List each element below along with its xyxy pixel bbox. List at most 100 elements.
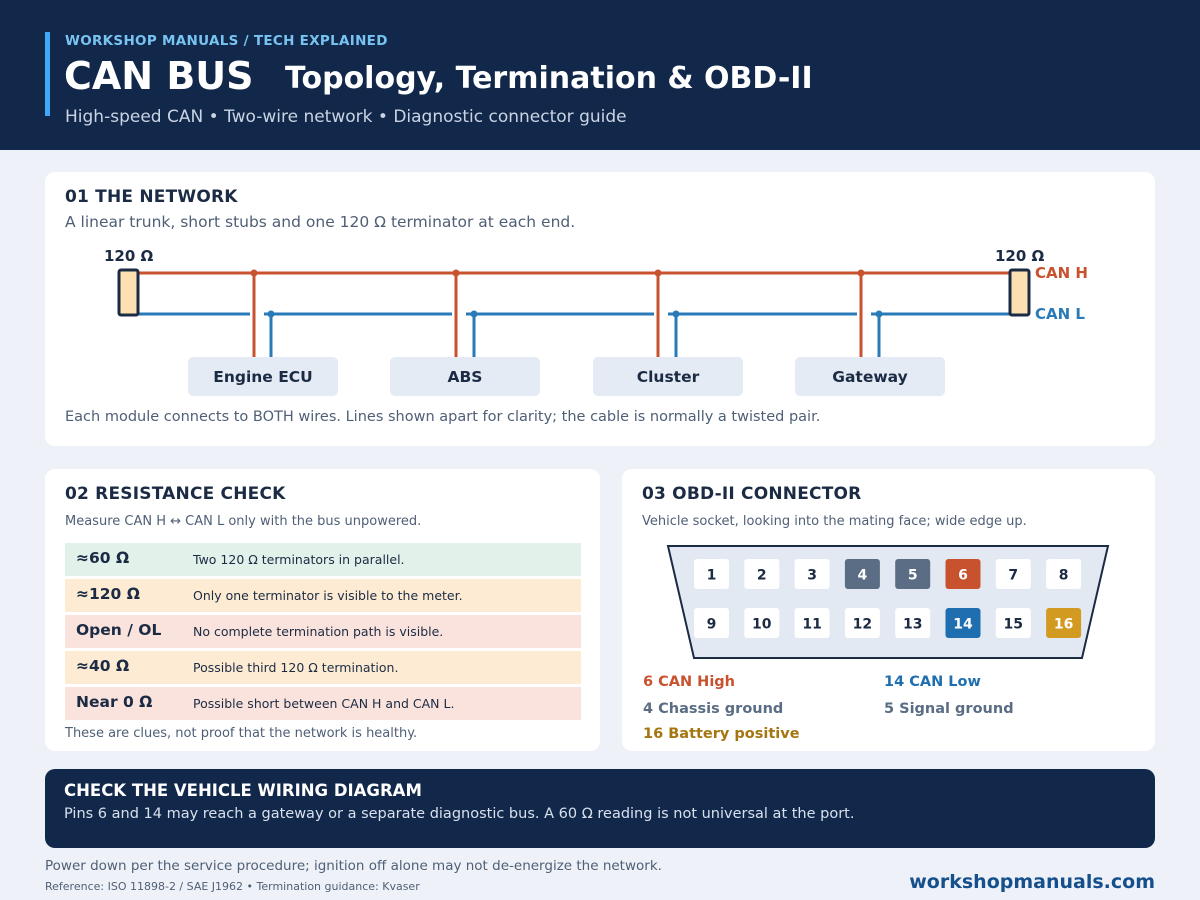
pin-9: 9 xyxy=(694,608,729,638)
resistance-row: ≈120 Ω Only one terminator is visible to… xyxy=(65,579,581,612)
module-abs: ABS xyxy=(390,269,540,396)
pin-row-bottom: 9 10 11 12 13 14 15 16 xyxy=(694,608,1082,638)
can-h-junction xyxy=(654,269,662,277)
pin-15: 15 xyxy=(995,608,1031,638)
footer-reference: Reference: ISO 11898-2 / SAE J1962 • Ter… xyxy=(45,880,420,893)
pin-4-box xyxy=(844,559,880,589)
can-l-junction xyxy=(672,310,680,318)
left-terminator-label: 120 Ω xyxy=(104,247,154,265)
resistance-description: Two 120 Ω terminators in parallel. xyxy=(193,552,405,567)
legend-battery-positive: 16 Battery positive xyxy=(643,726,800,742)
can-l-junction xyxy=(267,310,275,318)
pin-10-box xyxy=(744,608,780,638)
resistance-description: Possible short between CAN H and CAN L. xyxy=(193,696,455,711)
left-terminator-resistor xyxy=(117,268,140,317)
obd-subtitle: Vehicle socket, looking into the mating … xyxy=(642,514,1027,529)
pin-2: 2 xyxy=(744,559,780,589)
resistance-row: Near 0 Ω Possible short between CAN H an… xyxy=(65,687,581,720)
can-l-junction xyxy=(875,310,883,318)
header-kicker: WORKSHOP MANUALS / TECH EXPLAINED xyxy=(65,33,388,49)
module-label: Engine ECU xyxy=(213,368,313,386)
resistance-value: ≈40 Ω xyxy=(76,657,130,675)
brand-link[interactable]: workshopmanuals.com xyxy=(909,871,1155,893)
pin-9-box xyxy=(694,608,729,638)
module-label: Cluster xyxy=(637,368,700,386)
pin-7-number: 7 xyxy=(1008,568,1018,584)
module-cluster: Cluster xyxy=(593,269,743,396)
pin-13: 13 xyxy=(895,608,931,638)
pin-3-number: 3 xyxy=(807,568,817,584)
legend-can-high: 6 CAN High xyxy=(643,674,735,690)
pin-9-number: 9 xyxy=(707,617,717,633)
banner-text: Pins 6 and 14 may reach a gateway or a s… xyxy=(64,806,855,822)
pin-7-box xyxy=(995,559,1031,589)
connector-housing xyxy=(666,545,1110,659)
page-title: CAN BUS xyxy=(64,54,254,98)
right-terminator-label: 120 Ω xyxy=(995,247,1045,265)
resistance-card: 02 RESISTANCE CHECK Measure CAN H ↔ CAN … xyxy=(45,469,600,751)
resistance-subtitle: Measure CAN H ↔ CAN L only with the bus … xyxy=(65,514,422,529)
module-box xyxy=(795,357,945,396)
l-stub-gap xyxy=(452,308,466,320)
resistance-value: Open / OL xyxy=(76,621,162,639)
warning-banner: CHECK THE VEHICLE WIRING DIAGRAM Pins 6 … xyxy=(45,769,1155,848)
resistance-row: Open / OL No complete termination path i… xyxy=(65,615,581,648)
pin-row-top: 1 2 3 4 5 6 7 8 xyxy=(694,559,1082,589)
page-header: WORKSHOP MANUALS / TECH EXPLAINED CAN BU… xyxy=(0,0,1200,150)
pin-6-number: 6 xyxy=(958,568,968,584)
pin-12-box xyxy=(844,608,880,638)
resistance-description: Possible third 120 Ω termination. xyxy=(193,660,399,675)
pin-8-number: 8 xyxy=(1059,568,1069,584)
pin-12-number: 12 xyxy=(853,617,872,633)
can-h-junction xyxy=(250,269,258,277)
module-box xyxy=(593,357,743,396)
module-box xyxy=(390,357,540,396)
obd-card: 03 OBD-II CONNECTOR Vehicle socket, look… xyxy=(622,469,1155,751)
can-h-junction xyxy=(857,269,865,277)
pin-1-number: 1 xyxy=(707,568,717,584)
pin-5-number: 5 xyxy=(908,568,918,584)
can-l-label: CAN L xyxy=(1035,305,1085,323)
legend-chassis-ground: 4 Chassis ground xyxy=(643,701,784,717)
pin-7: 7 xyxy=(995,559,1031,589)
pin-11: 11 xyxy=(794,608,830,638)
pin-5: 5 xyxy=(895,559,931,589)
module-label: Gateway xyxy=(832,368,908,386)
resistance-description: No complete termination path is visible. xyxy=(193,624,444,639)
legend-can-low: 14 CAN Low xyxy=(884,674,981,690)
pin-11-number: 11 xyxy=(802,617,821,633)
resistance-note: These are clues, not proof that the netw… xyxy=(65,726,418,741)
pin-1: 1 xyxy=(694,559,729,589)
header-accent-bar xyxy=(45,32,50,116)
resistance-value: Near 0 Ω xyxy=(76,693,153,711)
pin-13-box xyxy=(895,608,931,638)
pin-16: 16 xyxy=(1046,608,1082,638)
header-tagline: High-speed CAN • Two-wire network • Diag… xyxy=(65,107,627,127)
pin-4-number: 4 xyxy=(858,568,868,584)
pin-14-number: 14 xyxy=(953,617,973,633)
pin-1-box xyxy=(694,559,729,589)
banner-title: CHECK THE VEHICLE WIRING DIAGRAM xyxy=(64,781,422,800)
pin-11-box xyxy=(794,608,830,638)
right-terminator-resistor xyxy=(1008,268,1031,317)
pin-15-box xyxy=(995,608,1031,638)
can-bus-topology-diagram: 120 Ω 120 Ω CAN H CAN L Engine ECU ABS xyxy=(104,247,1088,396)
pin-15-number: 15 xyxy=(1004,617,1023,633)
network-card: 01 THE NETWORK A linear trunk, short stu… xyxy=(45,172,1155,446)
l-stub-gap xyxy=(250,308,264,320)
l-stub-gap xyxy=(654,308,668,320)
pin-14-box xyxy=(945,608,981,638)
pin-16-number: 16 xyxy=(1054,617,1073,633)
pin-8-box xyxy=(1046,559,1082,589)
legend-signal-ground: 5 Signal ground xyxy=(884,701,1014,717)
network-title: 01 THE NETWORK xyxy=(65,187,238,207)
can-h-label: CAN H xyxy=(1035,264,1088,282)
can-l-junction xyxy=(470,310,478,318)
pin-2-box xyxy=(744,559,780,589)
pin-2-number: 2 xyxy=(757,568,767,584)
pin-10: 10 xyxy=(744,608,780,638)
module-label: ABS xyxy=(448,368,483,386)
resistance-value: ≈120 Ω xyxy=(76,585,140,603)
l-stub-gap xyxy=(857,308,871,320)
